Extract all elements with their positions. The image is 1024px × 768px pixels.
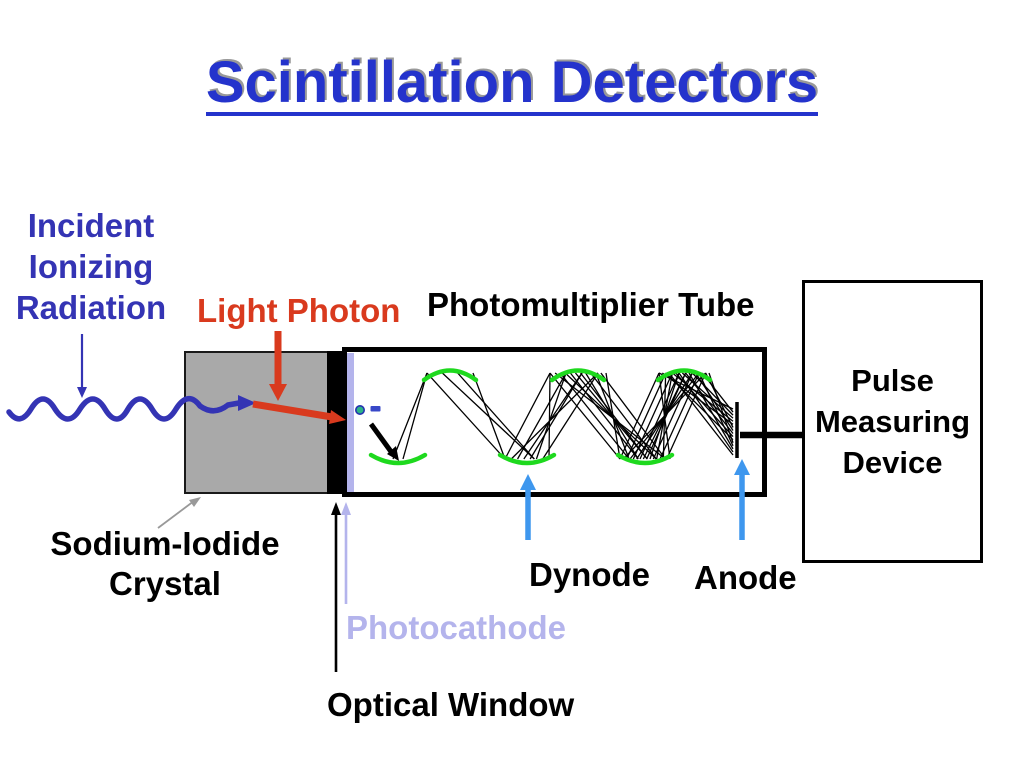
optical-window-pointer-arrowhead (331, 502, 341, 515)
anode-label: Anode (694, 559, 797, 596)
electron-icon (354, 404, 365, 415)
electron-cascade-lines (392, 372, 734, 460)
dynode-label: Dynode (529, 556, 651, 593)
incident-pointer-arrowhead (77, 387, 87, 398)
radiation-wave (6, 396, 242, 422)
light-photon-arrowhead-angled (329, 410, 346, 424)
dynode-arcs (368, 368, 713, 466)
photoelectron-arrow (368, 422, 395, 455)
optical-window-strip (327, 351, 344, 494)
light-photon-arrowhead-vertical (269, 384, 287, 401)
optical-window-label: Optical Window (327, 686, 575, 723)
photocathode-strip (347, 353, 354, 492)
pulse-device-box (802, 280, 983, 563)
crystal-pointer-line (157, 500, 195, 529)
slide-title: Scintillation Detectors (205, 50, 819, 116)
crystal-block (184, 351, 329, 494)
anode-pointer-arrowhead (734, 459, 750, 475)
photocathode-label: Photocathode (346, 609, 566, 646)
dynode-pointer-arrowhead (520, 474, 536, 490)
title-wrap: Scintillation Detectors (0, 54, 1024, 116)
incident-radiation-label: Incident Ionizing Radiation (15, 207, 167, 326)
photomultiplier-tube-label: Photomultiplier Tube (427, 286, 755, 323)
radiation-wave-arrowhead (238, 395, 256, 411)
photocathode-pointer-arrowhead (341, 502, 351, 515)
pulse-measuring-device-label: Pulse Measuring Device (814, 363, 971, 480)
light-photon-label: Light Photon (197, 292, 401, 329)
sodium-iodide-crystal-label: Sodium-Iodide Crystal (50, 525, 280, 602)
crystal-pointer-arrowhead (189, 497, 201, 507)
electron-minus-icon (370, 406, 381, 412)
light-photon-arrow-angled (252, 400, 333, 421)
